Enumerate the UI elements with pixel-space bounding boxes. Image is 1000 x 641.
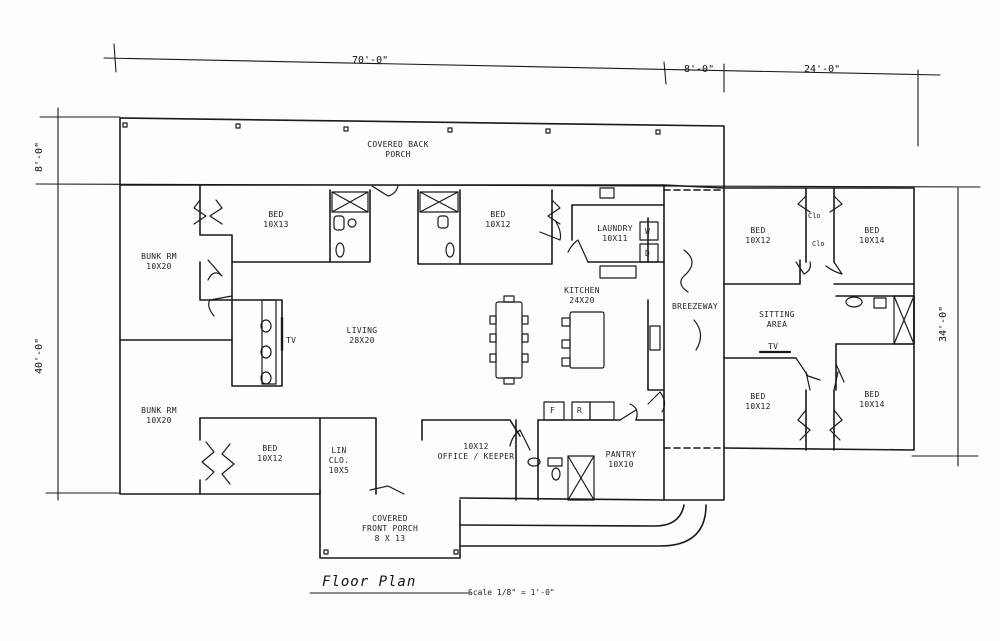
wing-bed-bl-name: Bed [750, 392, 766, 401]
bed-2-size: 10x12 [485, 220, 511, 229]
label-kitchen: Kitchen 24x20 [554, 286, 610, 306]
pantry-name: Pantry [605, 450, 637, 459]
bath-fixtures [260, 191, 915, 501]
bed-3-name: Bed [262, 444, 278, 453]
label-sitting-area: Sitting Area [752, 310, 802, 330]
closet-doors [193, 195, 843, 485]
kitchen-name: Kitchen [564, 286, 600, 295]
front-porch-name: Covered [372, 514, 408, 523]
lin-clo-name-2: Clo. [328, 456, 350, 465]
label-back-porch: Covered Back Porch [358, 140, 438, 160]
sitting-name-2: Area [766, 320, 788, 329]
wing-bed-tr-name: Bed [864, 226, 880, 235]
dim-breezeway-width: 8'-0" [684, 64, 715, 75]
bed-1-size: 10x13 [263, 220, 289, 229]
closet-label-top: Clo [808, 212, 821, 220]
sitting-name: Sitting [759, 310, 795, 319]
dimension-lines [35, 43, 981, 594]
dim-wing-depth: 34'-0" [938, 305, 949, 342]
door-swings [207, 185, 845, 495]
dim-porch-depth: 8'-0" [34, 141, 45, 172]
bed-3-size: 10x12 [257, 454, 283, 463]
bunk-bottom-name: Bunk Rm [141, 406, 177, 415]
wing-bed-bl-size: 10x12 [745, 402, 771, 411]
fridge-label: F [550, 406, 556, 415]
bed-1-name: Bed [268, 210, 284, 219]
kitchen-size: 24x20 [569, 296, 595, 305]
porch-posts [122, 122, 661, 555]
range-label: R [577, 406, 583, 415]
closet-label-mid: Clo [812, 240, 825, 248]
label-bed-3: Bed 10x12 [248, 444, 292, 464]
back-porch-name-2: Porch [385, 150, 411, 159]
interior-walls [119, 184, 915, 501]
label-breezeway: Breezeway [672, 302, 719, 311]
kitchen-fixtures [489, 187, 702, 421]
washer-label: W [645, 227, 651, 236]
bunk-bottom-size: 10x20 [146, 416, 172, 425]
label-living: Living 28x20 [332, 326, 392, 346]
label-front-porch: Covered Front Porch 8 x 13 [352, 514, 428, 544]
label-bed-1: Bed 10x13 [254, 210, 298, 230]
office-size: 10x12 [463, 442, 489, 451]
label-bunk-bottom: Bunk Rm 10x20 [134, 406, 184, 426]
front-porch-name-2: Front Porch [361, 524, 419, 533]
tv-label-sitting: TV [768, 342, 779, 351]
dim-wing-width: 24'-0" [804, 64, 841, 75]
wing-bed-tl-name: Bed [750, 226, 766, 235]
back-porch-name: Covered Back [367, 140, 429, 149]
dryer-label: D [645, 249, 651, 258]
dim-overall-width: 70'-0" [352, 55, 389, 66]
bunk-top-name: Bunk Rm [141, 252, 177, 261]
laundry-size: 10x11 [602, 234, 628, 243]
wing-bed-br-size: 10x14 [859, 400, 885, 409]
label-office: 10x12 Office / Keeper [436, 442, 516, 462]
label-wing-bed-br: Bed 10x14 [852, 390, 892, 410]
front-porch-size: 8 x 13 [374, 534, 406, 543]
wing-bed-tl-size: 10x12 [745, 236, 771, 245]
exterior-walls [119, 117, 915, 559]
plan-title: Floor Plan [322, 574, 417, 590]
tv-label-living: TV [286, 336, 297, 345]
label-laundry: Laundry 10x11 [590, 224, 640, 244]
label-bunk-top: Bunk Rm 10x20 [134, 252, 184, 272]
office-name: Office / Keeper [437, 452, 515, 461]
label-wing-bed-tr: Bed 10x14 [852, 226, 892, 246]
living-size: 28x20 [349, 336, 375, 345]
bed-2-name: Bed [490, 210, 506, 219]
wing-bed-br-name: Bed [864, 390, 880, 399]
pantry-size: 10x10 [608, 460, 634, 469]
living-name: Living [346, 326, 378, 335]
label-wing-bed-tl: Bed 10x12 [738, 226, 778, 246]
label-wing-bed-bl: Bed 10x12 [738, 392, 778, 412]
laundry-name: Laundry [597, 224, 633, 233]
label-pantry: Pantry 10x10 [596, 450, 646, 470]
label-bed-2: Bed 10x12 [476, 210, 520, 230]
wing-bed-tr-size: 10x14 [859, 236, 885, 245]
lin-clo-name: Lin [331, 446, 347, 455]
dim-main-depth: 40'-0" [34, 337, 45, 374]
plan-scale: Scale 1/8" = 1'-0" [468, 588, 555, 597]
bunk-top-size: 10x20 [146, 262, 172, 271]
lin-clo-size: 10x5 [328, 466, 350, 475]
label-linen-closet: Lin Clo. 10x5 [324, 446, 354, 476]
